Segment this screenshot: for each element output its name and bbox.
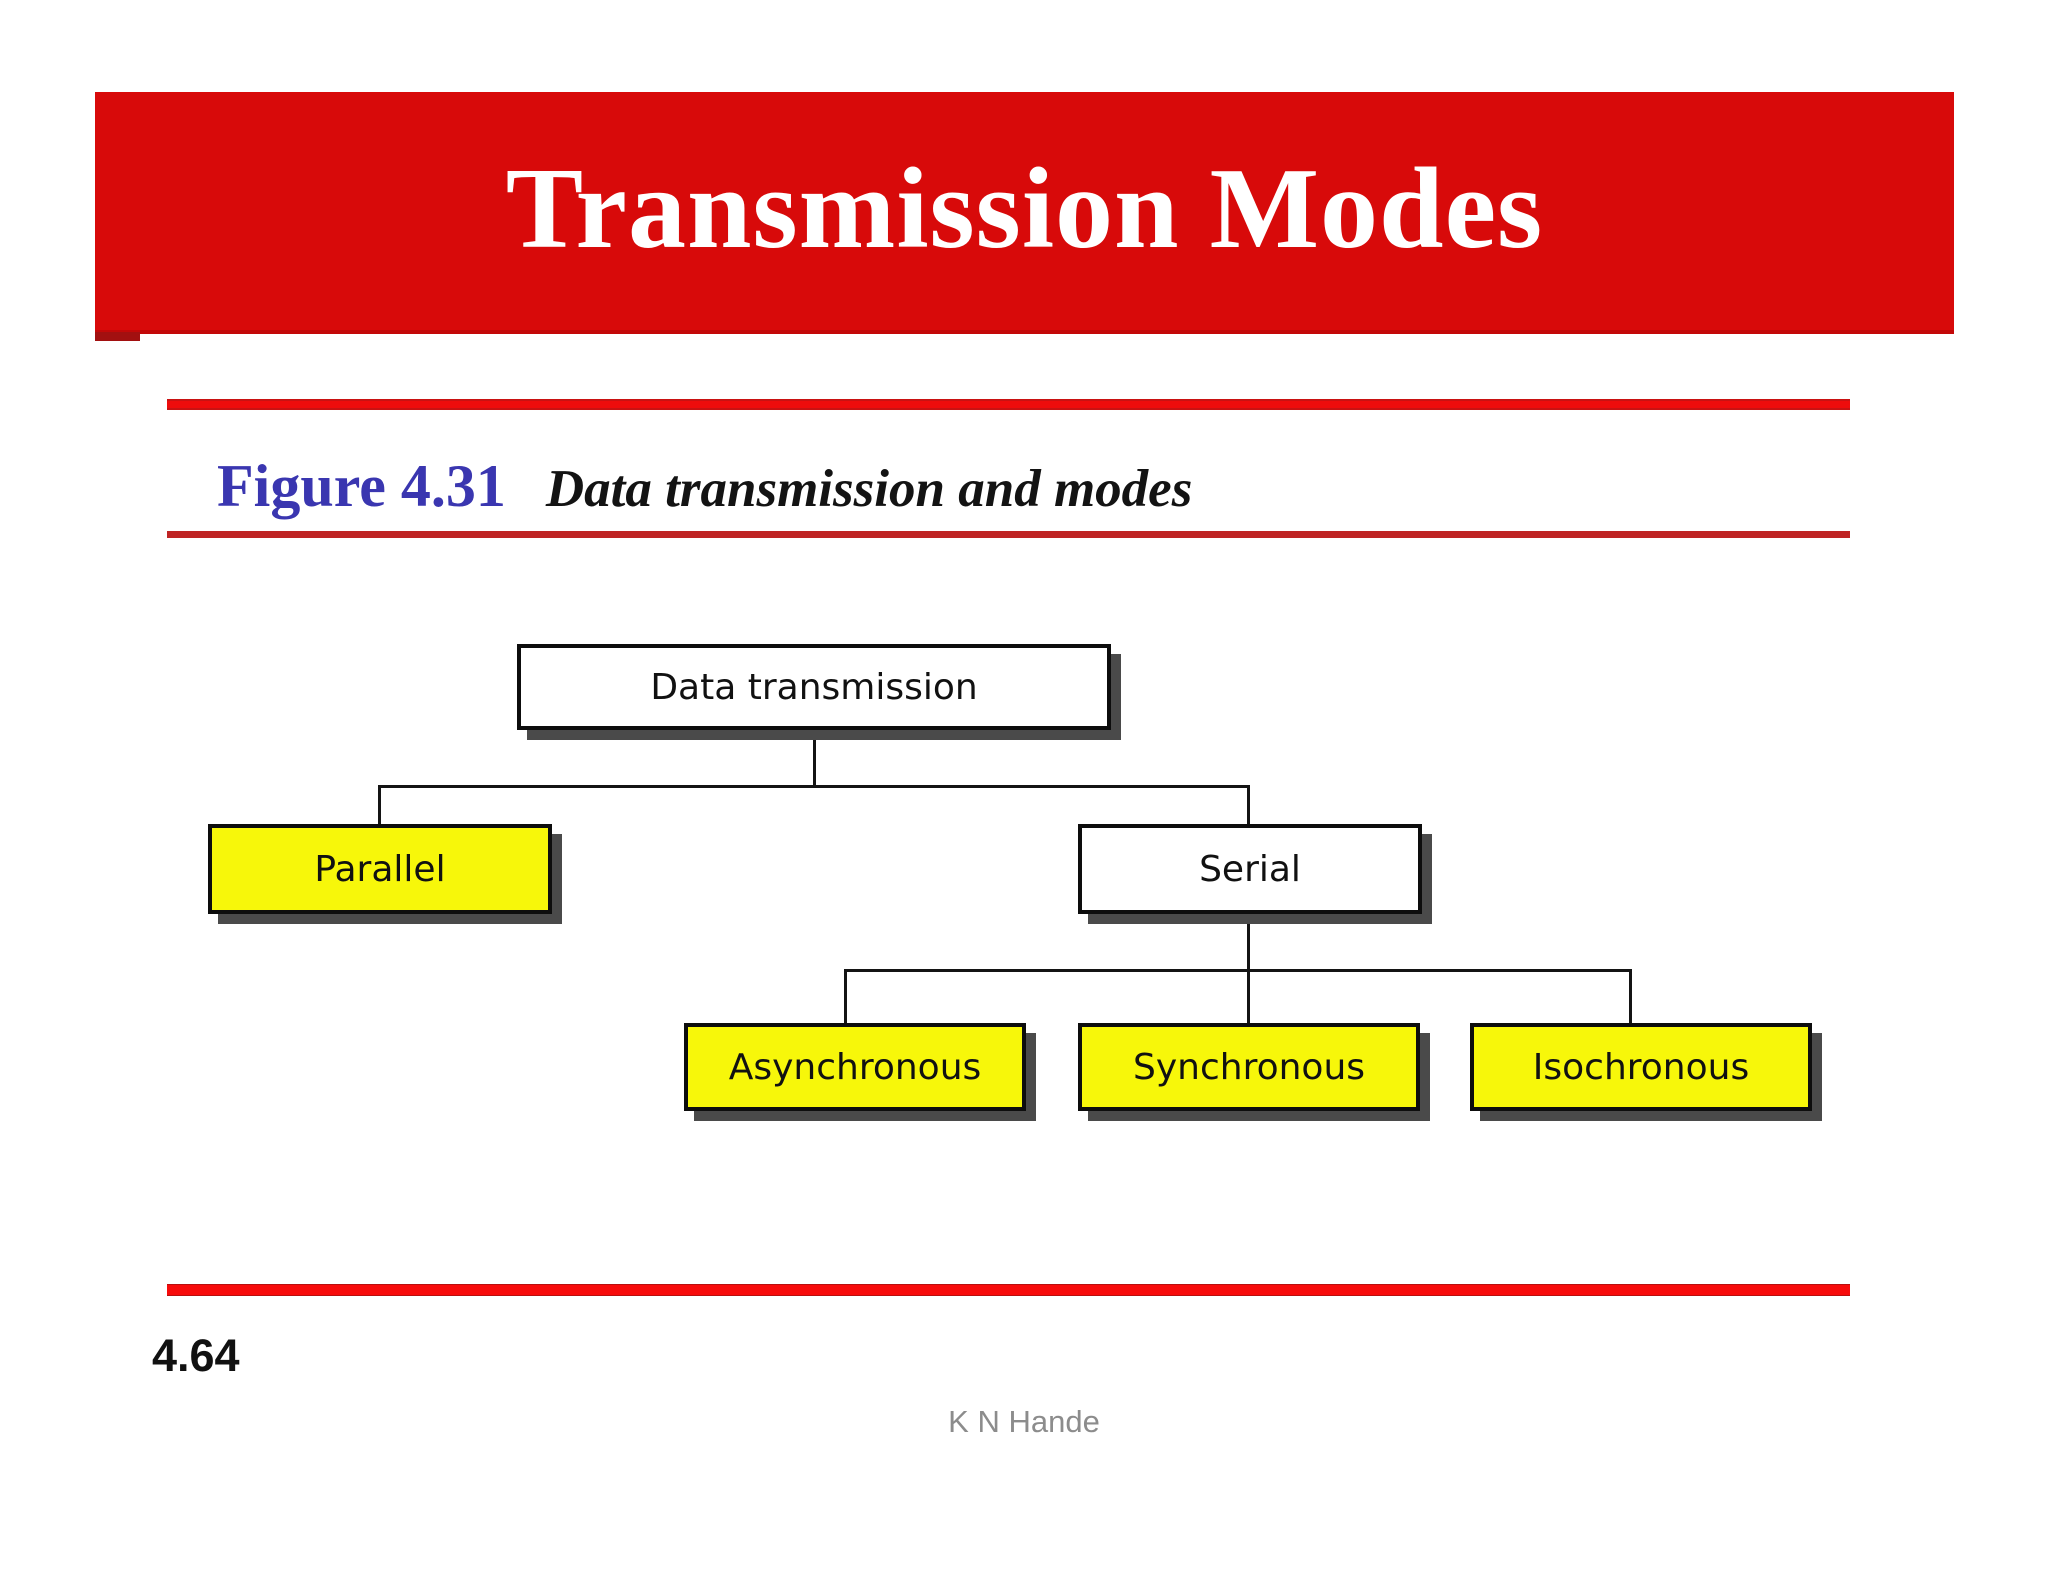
footer-credit: K N Hande: [948, 1404, 1100, 1439]
figure-caption-text: Data transmission and modes: [545, 460, 1193, 518]
divider-bottom: [167, 1284, 1850, 1296]
connector-synchronous-drop: [1247, 969, 1250, 1023]
connector-isochronous-drop: [1629, 969, 1632, 1023]
figure-label: Figure 4.31: [217, 453, 506, 519]
node-asynchronous: Asynchronous: [684, 1023, 1026, 1111]
divider-top: [167, 399, 1850, 410]
title-banner: Transmission Modes: [95, 92, 1954, 334]
connector-asynchronous-drop: [844, 969, 847, 1023]
slide-title: Transmission Modes: [505, 145, 1544, 273]
node-synchronous: Synchronous: [1078, 1023, 1420, 1111]
banner-shadow-tab: [95, 332, 140, 341]
connector-level2-horizontal: [844, 969, 1632, 972]
node-isochronous: Isochronous: [1470, 1023, 1812, 1111]
connector-parallel-drop: [378, 785, 381, 824]
connector-level1-horizontal: [378, 785, 1250, 788]
figure-caption-row: Figure 4.31 Data transmission and modes: [217, 452, 1192, 521]
divider-caption: [167, 531, 1850, 538]
node-serial: Serial: [1078, 824, 1422, 914]
node-data-transmission: Data transmission: [517, 644, 1111, 730]
page-number: 4.64: [152, 1330, 240, 1381]
connector-root-drop: [813, 730, 816, 788]
node-parallel: Parallel: [208, 824, 552, 914]
connector-serial-drop: [1247, 785, 1250, 824]
connector-serial-down: [1247, 914, 1250, 972]
